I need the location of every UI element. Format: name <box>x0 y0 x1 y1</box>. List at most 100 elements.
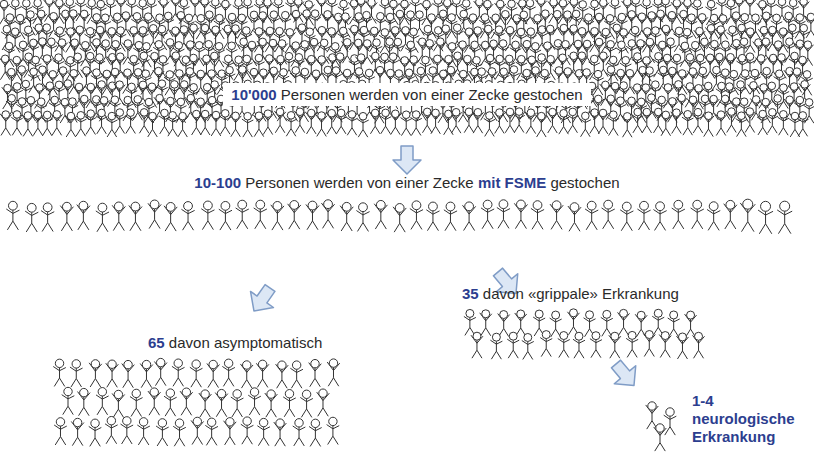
stick-figure <box>327 417 340 444</box>
stick-figure <box>676 333 688 359</box>
stick-figure <box>96 203 109 232</box>
stick-figure <box>693 332 705 358</box>
stick-figure <box>32 111 43 136</box>
stick-figure <box>121 417 134 444</box>
description-text: Personen werden von einer Zecke gestoche… <box>281 86 583 103</box>
stick-figure <box>637 201 650 230</box>
stick-figure <box>248 388 261 415</box>
stick-figure <box>317 389 330 416</box>
stick-figure <box>608 111 619 136</box>
stick-figure <box>724 200 737 229</box>
stick-figure <box>778 111 789 136</box>
description-text: davon «grippale» Erkrankung <box>483 285 679 302</box>
stick-figure <box>210 111 221 136</box>
stick-figure <box>597 109 608 134</box>
stick-figure <box>660 111 671 136</box>
stick-figure <box>776 54 787 79</box>
stick-figure <box>222 359 235 386</box>
stick-figure <box>130 389 143 416</box>
stick-figure <box>498 311 510 337</box>
stick-figure <box>293 419 306 446</box>
stick-figure <box>620 202 633 231</box>
stick-figure <box>346 111 357 136</box>
stick-figure <box>692 108 703 133</box>
stick-figure <box>205 418 218 445</box>
stick-figure <box>525 109 536 134</box>
stick-figure <box>602 200 615 229</box>
stick-figure <box>164 202 177 231</box>
stick-figure <box>327 359 340 386</box>
stick-figure <box>653 108 664 133</box>
stick-figure <box>96 388 109 415</box>
stick-figure <box>75 112 86 137</box>
stick-figure <box>199 390 212 417</box>
stick-figure <box>65 112 76 137</box>
count-number: mit FSME <box>478 174 546 191</box>
stick-figure <box>242 112 253 137</box>
stick-figure <box>224 418 237 445</box>
stick-figure <box>618 29 629 54</box>
stick-figure <box>401 111 412 136</box>
small-arrow <box>605 355 644 394</box>
stick-figure <box>369 109 380 134</box>
stick-figure <box>522 333 534 359</box>
stick-figure <box>180 388 193 415</box>
stick-figure <box>288 201 301 230</box>
stick-figure <box>6 201 19 230</box>
stick-figure <box>114 109 125 134</box>
stick-figure <box>190 360 203 387</box>
stick-figure <box>167 112 178 137</box>
stick-figure <box>691 200 704 229</box>
stick-figure <box>340 202 353 231</box>
stick-figure <box>664 408 677 435</box>
stick-figure <box>668 311 680 337</box>
stick-figure <box>410 201 423 230</box>
stick-figure <box>357 112 368 137</box>
stick-figure <box>540 331 552 357</box>
stick-figure <box>355 54 366 79</box>
down-arrow <box>393 146 421 174</box>
stick-figure <box>715 111 726 136</box>
stick-figure <box>326 109 337 134</box>
stick-figure <box>654 424 667 451</box>
stick-figure <box>626 331 638 357</box>
stick-figure <box>201 201 214 230</box>
stick-figure <box>274 108 285 133</box>
stick-figure <box>609 332 621 358</box>
stick-figure <box>89 419 102 446</box>
stick-figure <box>41 203 54 232</box>
stick-figure <box>191 417 204 444</box>
stick-figure <box>51 111 62 136</box>
stick-figure <box>122 360 135 387</box>
stick-figure <box>567 309 579 335</box>
stick-figure <box>758 84 769 109</box>
stick-figure <box>140 360 153 387</box>
stick-figure <box>254 200 267 229</box>
stick-figure <box>106 360 119 387</box>
stick-figure <box>290 361 303 388</box>
stick-figure <box>550 201 563 230</box>
stick-figure <box>513 108 524 133</box>
stick-figure <box>321 200 334 229</box>
stick-figure <box>497 200 510 229</box>
stick-figure <box>89 360 102 387</box>
stick-figure <box>318 39 329 64</box>
stick-figure <box>545 25 556 50</box>
stick-figure <box>25 203 38 232</box>
stick-figure <box>271 202 284 231</box>
stick-figure <box>558 109 569 134</box>
stick-figure <box>480 310 492 336</box>
stick-figure <box>85 110 96 135</box>
count-number: 65 <box>148 334 165 351</box>
stick-figure <box>0 111 11 136</box>
count-number: 35 <box>462 285 479 302</box>
stick-figure <box>652 309 664 335</box>
description-text: davon asymptomatisch <box>169 334 322 351</box>
stick-figure <box>199 110 210 135</box>
stick-figure <box>207 360 220 387</box>
stick-figure <box>276 361 289 388</box>
stick-figure <box>129 202 142 231</box>
stick-figure <box>608 56 619 81</box>
stick-figure <box>797 112 808 137</box>
